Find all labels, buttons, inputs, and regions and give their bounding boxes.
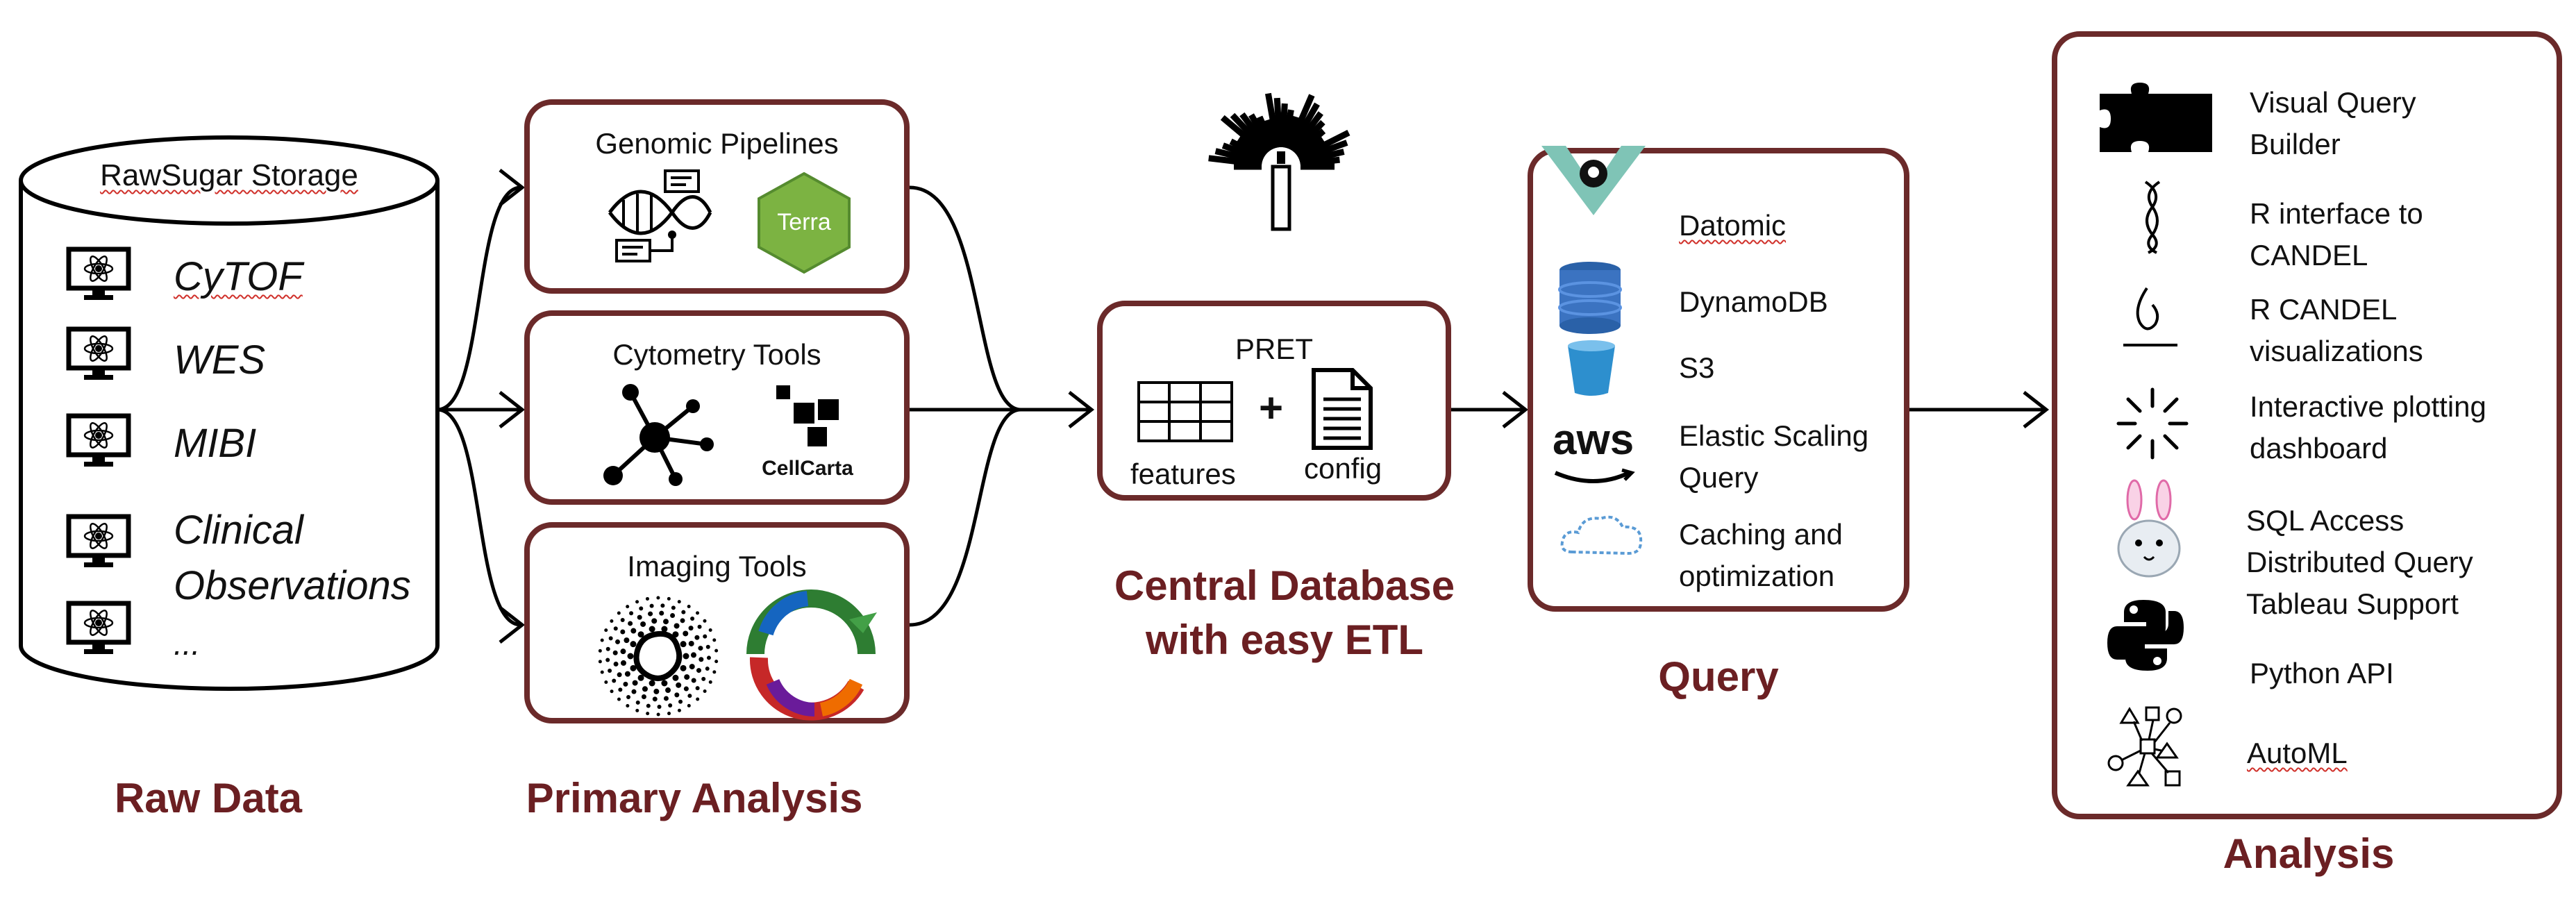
flame-icon bbox=[2123, 287, 2177, 346]
datomic-icon bbox=[1541, 146, 1646, 215]
stage-title-analysis: Analysis bbox=[2223, 830, 2395, 877]
config-label: config bbox=[1304, 452, 1382, 485]
query-item-datomic: Datomic bbox=[1679, 205, 1786, 246]
automl-text: AutoML bbox=[2247, 737, 2348, 769]
dynamodb-icon bbox=[1558, 262, 1622, 334]
imaging-tools-box: Imaging Tools bbox=[524, 522, 910, 723]
spinner-icon bbox=[2116, 387, 2189, 460]
analysis-item-visual-query: Visual Query Builder bbox=[2250, 82, 2416, 165]
storage-label-text: RawSugar Storage bbox=[100, 158, 358, 192]
visual-query-line2: Builder bbox=[2250, 128, 2341, 160]
storage-cylinder bbox=[19, 135, 440, 691]
raw-item-text: CyTOF bbox=[174, 254, 303, 299]
sql-access-line2: Distributed Query bbox=[2246, 546, 2473, 578]
query-item-caching: Caching and optimization bbox=[1679, 514, 1843, 597]
analysis-box bbox=[2052, 31, 2562, 819]
cellcarta-logo-icon bbox=[776, 385, 839, 446]
central-title-line2: with easy ETL bbox=[1145, 617, 1424, 663]
python-icon bbox=[2107, 600, 2184, 671]
rabbit-icon bbox=[2117, 479, 2181, 578]
query-item-elastic-scaling: Elastic Scaling Query bbox=[1679, 415, 1868, 499]
raw-item-mibi: MIBI bbox=[174, 421, 257, 466]
analysis-item-automl: AutoML bbox=[2247, 733, 2348, 774]
colorful-chameleon-icon bbox=[746, 589, 877, 721]
dna-pipeline-icon bbox=[608, 169, 712, 262]
r-candel-viz-line2: visualizations bbox=[2250, 335, 2423, 367]
imaging-tools-title: Imaging Tools bbox=[627, 550, 807, 583]
candel-logo-icon bbox=[1208, 92, 1350, 231]
elastic-scaling-line1: Elastic Scaling bbox=[1679, 419, 1869, 452]
stage-title-primary-analysis: Primary Analysis bbox=[526, 775, 863, 821]
network-graph-icon bbox=[603, 384, 714, 486]
stage-title-raw-data: Raw Data bbox=[114, 775, 303, 821]
r-interface-line2: CANDEL bbox=[2250, 239, 2368, 271]
cellcarta-logo-label: CellCarta bbox=[762, 457, 853, 480]
plus-sign: + bbox=[1259, 385, 1284, 431]
raw-item-clinical: Clinical bbox=[174, 508, 303, 553]
cell-dots-icon bbox=[598, 596, 719, 717]
query-item-datomic-text: Datomic bbox=[1679, 209, 1787, 242]
caching-line1: Caching and bbox=[1679, 518, 1843, 551]
genomic-pipelines-box: Genomic Pipelines Terra bbox=[524, 99, 910, 294]
interactive-plotting-line2: dashboard bbox=[2250, 432, 2388, 464]
analysis-item-r-interface: R interface to CANDEL bbox=[2250, 193, 2423, 276]
cytometry-tools-box: Cytometry Tools CellCarta bbox=[524, 310, 910, 505]
analysis-item-r-candel-viz: R CANDEL visualizations bbox=[2250, 289, 2423, 372]
terra-logo-icon bbox=[758, 171, 851, 274]
sql-access-line3: Tableau Support bbox=[2246, 587, 2459, 620]
config-document-icon bbox=[1312, 368, 1373, 450]
central-title-line1: Central Database bbox=[1114, 562, 1455, 609]
raw-item-wes: WES bbox=[174, 337, 266, 383]
puzzle-icon bbox=[2100, 83, 2212, 152]
analysis-item-interactive-plotting: Interactive plotting dashboard bbox=[2250, 386, 2486, 469]
cloud-icon bbox=[1560, 515, 1643, 555]
raw-item-cytof: CyTOF bbox=[174, 253, 303, 300]
aws-smile-icon bbox=[1554, 468, 1635, 483]
aws-logo-icon: aws bbox=[1553, 416, 1634, 464]
caching-line2: optimization bbox=[1679, 560, 1835, 592]
genomic-pipelines-title: Genomic Pipelines bbox=[595, 127, 839, 160]
visual-query-line1: Visual Query bbox=[2250, 86, 2416, 119]
sql-access-line1: SQL Access bbox=[2246, 504, 2404, 537]
query-item-s3: S3 bbox=[1679, 351, 1715, 384]
dna-icon bbox=[2144, 181, 2161, 254]
raw-item-ellipsis: ... bbox=[174, 626, 201, 662]
r-candel-viz-line1: R CANDEL bbox=[2250, 293, 2398, 326]
stage-title-central-database: Central Database with easy ETL bbox=[1042, 559, 1528, 667]
query-item-dynamodb: DynamoDB bbox=[1679, 285, 1828, 318]
pret-label: PRET bbox=[1235, 333, 1313, 365]
analysis-item-sql-access: SQL Access Distributed Query Tableau Sup… bbox=[2246, 500, 2473, 625]
cytometry-tools-title: Cytometry Tools bbox=[612, 338, 821, 371]
analysis-item-python-api: Python API bbox=[2250, 657, 2394, 689]
s3-bucket-icon bbox=[1568, 340, 1615, 396]
stage-title-query: Query bbox=[1658, 653, 1779, 700]
interactive-plotting-line1: Interactive plotting bbox=[2250, 390, 2486, 423]
features-table-icon bbox=[1137, 381, 1233, 442]
storage-label: RawSugar Storage bbox=[42, 158, 417, 193]
central-database-box: PRET + features config bbox=[1097, 301, 1451, 501]
terra-logo-label: Terra bbox=[777, 209, 831, 235]
elastic-scaling-line2: Query bbox=[1679, 461, 1759, 494]
r-interface-line1: R interface to bbox=[2250, 197, 2423, 230]
automl-icon bbox=[2107, 706, 2182, 787]
features-label: features bbox=[1130, 458, 1236, 490]
raw-item-observations: Observations bbox=[174, 563, 411, 608]
